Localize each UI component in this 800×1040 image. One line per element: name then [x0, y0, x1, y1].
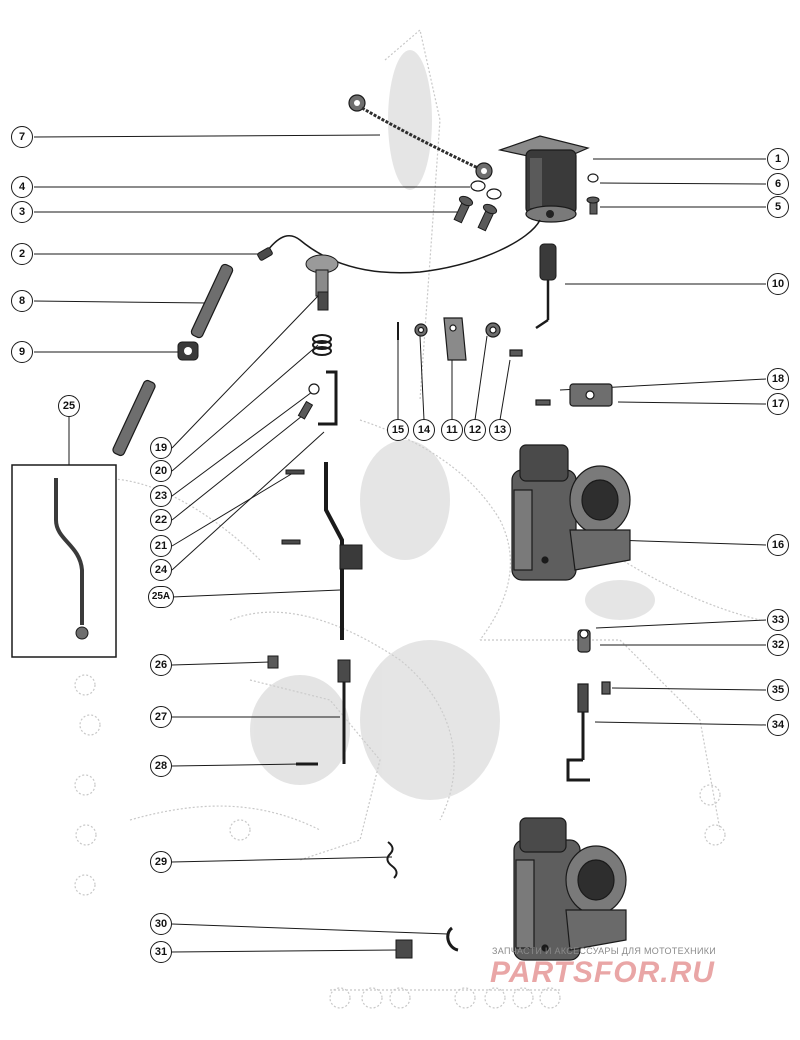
callout-33: 33 — [767, 609, 789, 631]
part-carburetor-lower — [513, 817, 627, 961]
callout-35: 35 — [767, 679, 789, 701]
leader-lines — [33, 134, 767, 953]
part-wire-end — [257, 247, 273, 261]
callout-8: 8 — [11, 290, 33, 312]
callout-21: 21 — [150, 535, 172, 557]
callout-2: 2 — [11, 243, 33, 265]
callout-13: 13 — [489, 419, 511, 441]
callout-31: 31 — [150, 941, 172, 963]
part-rod-assembly — [267, 655, 351, 766]
callout-29: 29 — [150, 851, 172, 873]
callout-25: 25 — [58, 395, 80, 417]
part-clip — [446, 926, 459, 952]
part-spring — [312, 334, 332, 356]
callout-28: 28 — [150, 755, 172, 777]
callout-4: 4 — [11, 176, 33, 198]
part-small-hardware — [397, 317, 523, 361]
part-pin-clip — [577, 629, 591, 653]
ghost-engine-texture — [250, 50, 655, 800]
callout-11: 11 — [441, 419, 463, 441]
callout-7: 7 — [11, 126, 33, 148]
callout-3: 3 — [11, 201, 33, 223]
part-fitting — [177, 341, 199, 361]
callout-14: 14 — [413, 419, 435, 441]
callout-18: 18 — [767, 368, 789, 390]
part-throttle-rod — [281, 462, 363, 640]
callout-19: 19 — [150, 437, 172, 459]
callout-30: 30 — [150, 913, 172, 935]
part-washers — [470, 173, 599, 200]
callout-34: 34 — [767, 714, 789, 736]
part-carburetor-upper — [511, 444, 631, 581]
callout-5: 5 — [767, 196, 789, 218]
callout-23: 23 — [150, 485, 172, 507]
callout-10: 10 — [767, 273, 789, 295]
callout-12: 12 — [464, 419, 486, 441]
callout-6: 6 — [767, 173, 789, 195]
callout-16: 16 — [767, 534, 789, 556]
inset-box — [11, 464, 117, 658]
part-screws — [453, 195, 600, 232]
callout-22: 22 — [150, 509, 172, 531]
watermark-logo: PARTSFOR.RU — [490, 956, 715, 989]
part-choke-solenoid — [267, 135, 590, 274]
part-small-washer — [308, 383, 320, 395]
part-hose — [190, 263, 234, 339]
part-bracket — [318, 370, 338, 426]
part-hose-lower — [112, 379, 156, 457]
callout-20: 20 — [150, 460, 172, 482]
callout-17: 17 — [767, 393, 789, 415]
callout-15: 15 — [387, 419, 409, 441]
part-nut — [395, 939, 413, 959]
callout-27: 27 — [150, 706, 172, 728]
callout-32: 32 — [767, 634, 789, 656]
callout-24: 24 — [150, 559, 172, 581]
part-link-knob — [305, 254, 339, 311]
callout-26: 26 — [150, 654, 172, 676]
part-small-screw — [297, 400, 314, 420]
part-choke-rod — [566, 681, 611, 782]
part-lever-clamp — [535, 383, 613, 407]
callout-25a: 25A — [148, 586, 174, 608]
callout-9: 9 — [11, 341, 33, 363]
watermark-caption: ЗАПЧАСТИ И АКСЕССУАРЫ ДЛЯ МОТОТЕХНИКИ — [492, 946, 717, 956]
part-ground-strap — [348, 94, 493, 180]
callout-1: 1 — [767, 148, 789, 170]
part-plunger — [535, 243, 557, 330]
part-return-spring — [386, 841, 398, 879]
